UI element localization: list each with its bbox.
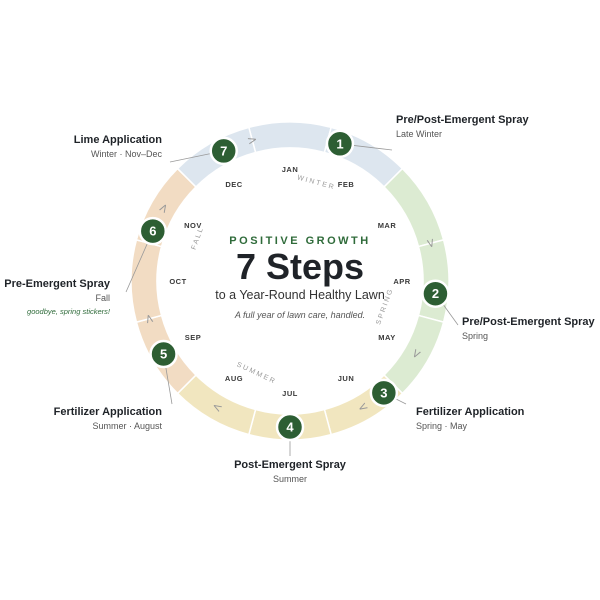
step-6-note: goodbye, spring stickers! xyxy=(27,307,110,316)
step-4-callout: Post-Emergent Spray Summer xyxy=(170,459,410,484)
step-2-subtitle: Spring xyxy=(462,331,489,341)
step-3-number: 3 xyxy=(380,385,387,400)
step-4-badge: 4 xyxy=(275,412,305,442)
step-5-callout: Fertilizer Application Summer · August xyxy=(0,406,162,431)
month-segment-oct xyxy=(130,238,163,324)
brand-label: POSITIVE GROWTH xyxy=(229,235,371,247)
step-3-badge: 3 xyxy=(369,378,399,408)
step-2-number: 2 xyxy=(432,286,439,301)
month-label-dec: DEC xyxy=(225,180,242,189)
step-2-badge: 2 xyxy=(421,279,450,308)
step-1-number: 1 xyxy=(336,136,343,151)
month-label-oct: OCT xyxy=(169,277,186,286)
month-labels: JAN FEB MAR APR MAY JUN JUL AUG SEP OCT NOV DEC xyxy=(169,165,410,398)
step-6-badge: 6 xyxy=(138,216,168,246)
step-3-subtitle: Spring · May xyxy=(416,421,468,431)
month-label-mar: MAR xyxy=(378,221,397,230)
step-5-title: Fertilizer Application xyxy=(53,406,162,418)
month-label-may: MAY xyxy=(378,333,395,342)
chevron-icon: > xyxy=(141,312,157,325)
step-6-callout: Pre-Emergent Spray Fall goodbye, spring … xyxy=(0,278,110,316)
page-subtitle: to a Year-Round Healthy Lawn xyxy=(215,288,385,302)
step-1-badge: 1 xyxy=(325,129,355,159)
month-label-aug: AUG xyxy=(225,374,243,383)
step-1-callout: Pre/Post-Emergent Spray Late Winter xyxy=(396,114,600,139)
step-6-number: 6 xyxy=(149,224,156,239)
step-4-number: 4 xyxy=(286,420,294,435)
month-label-jan: JAN xyxy=(282,165,299,174)
month-label-apr: APR xyxy=(393,277,410,286)
step-5-subtitle: Summer · August xyxy=(92,421,162,431)
step-5-badge: 5 xyxy=(149,339,178,369)
season-label-winter: WINTER xyxy=(296,174,336,191)
month-label-nov: NOV xyxy=(184,221,202,230)
step-2-title: Pre/Post-Emergent Spray xyxy=(462,316,595,328)
step-7-callout: Lime Application Winter · Nov–Dec xyxy=(0,134,162,159)
step-6-title: Pre-Emergent Spray xyxy=(4,278,110,290)
month-label-feb: FEB xyxy=(338,180,355,189)
page-title: 7 Steps xyxy=(235,246,365,287)
step-7-badge: 7 xyxy=(209,136,238,166)
step-5-number: 5 xyxy=(160,347,167,362)
tagline: A full year of lawn care, handled. xyxy=(234,310,366,320)
step-4-title: Post-Emergent Spray xyxy=(234,459,346,471)
step-4-subtitle: Summer xyxy=(272,474,307,484)
step-7-subtitle: Winter · Nov–Dec xyxy=(90,149,162,159)
month-label-jun: JUN xyxy=(338,374,355,383)
month-label-jul: JUL xyxy=(282,389,298,398)
step-1-title: Pre/Post-Emergent Spray xyxy=(396,114,529,126)
step-6-subtitle: Fall xyxy=(95,293,110,303)
chevron-icon: > xyxy=(423,237,439,250)
month-label-sep: SEP xyxy=(185,333,202,342)
step-1-subtitle: Late Winter xyxy=(396,129,443,139)
step-badges: 1 2 3 4 5 6 7 xyxy=(138,129,450,442)
chevron-icon: > xyxy=(246,132,259,148)
step-3-callout: Fertilizer Application Spring · May xyxy=(416,406,600,431)
step-3-title: Fertilizer Application xyxy=(416,406,525,418)
step-2-callout: Pre/Post-Emergent Spray Spring xyxy=(462,316,597,341)
step-7-title: Lime Application xyxy=(73,134,162,146)
month-segment-jan xyxy=(247,121,333,154)
step-7-number: 7 xyxy=(220,143,227,158)
